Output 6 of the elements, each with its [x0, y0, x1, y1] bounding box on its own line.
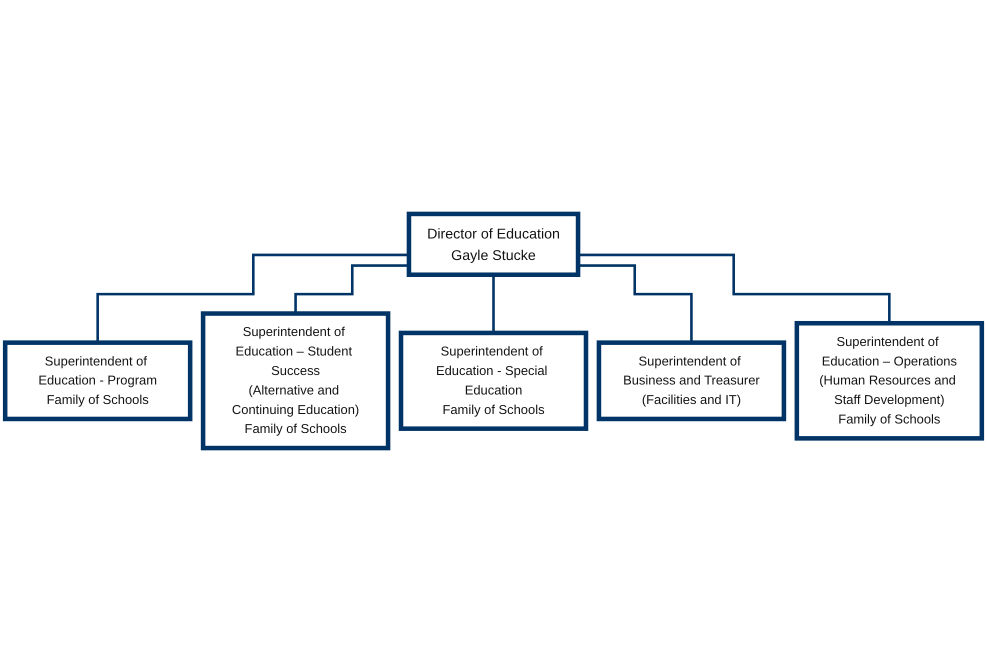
node-box: Superintendent of Education – Student Success (Alternative and Continuing Education) Family of Schools	[200, 311, 390, 450]
node-box: Superintendent of Education – Operations (Human Resources and Staff Development) Family of Schools	[794, 320, 984, 441]
node-box: Director of Education Gayle Stucke	[406, 212, 580, 277]
node-box: Superintendent of Education - Special Education Family of Schools	[398, 330, 588, 431]
node-box: Superintendent of Education - Program Family of Schools	[2, 340, 192, 422]
node-box: Superintendent of Business and Treasurer (Facilities and IT)	[596, 340, 786, 422]
